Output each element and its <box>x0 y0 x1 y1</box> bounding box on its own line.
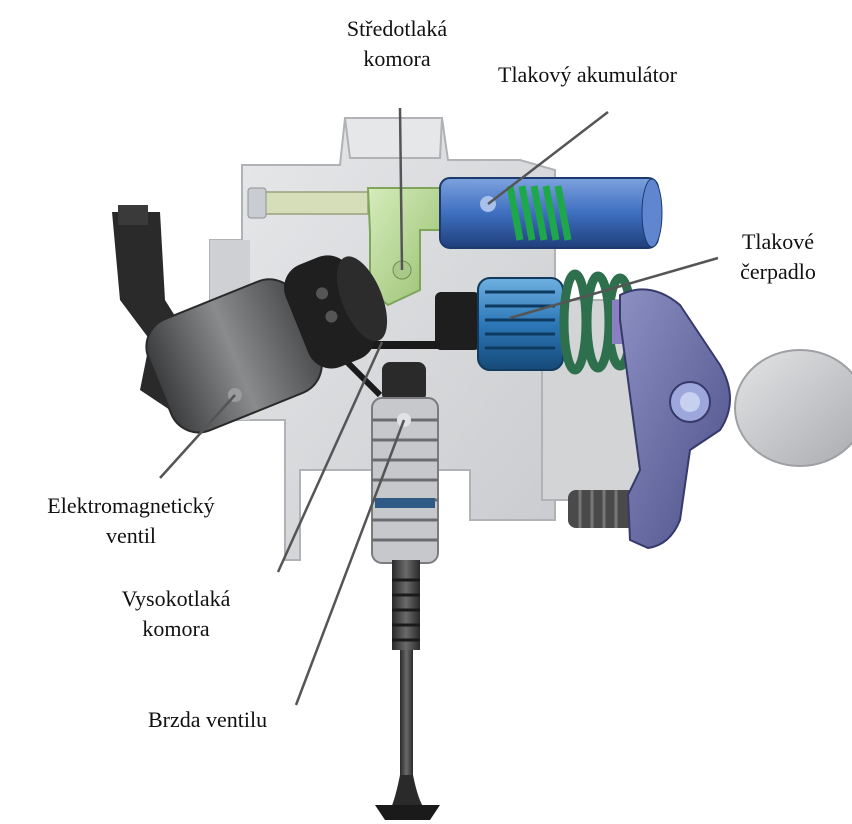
label-valve-brake: Brzda ventilu <box>148 705 267 735</box>
cam-lobe <box>735 350 852 466</box>
label-solenoid-valve: Elektromagnetický ventil <box>6 491 256 550</box>
label-pressure-pump: Tlakové čerpadlo <box>718 227 838 286</box>
rocker-arm <box>620 289 730 548</box>
pressure-accumulator <box>440 178 662 248</box>
engine-valve <box>375 560 440 820</box>
label-high-pressure-chamber: Vysokotlaká komora <box>92 584 260 643</box>
label-pressure-accumulator: Tlakový akumulátor <box>498 60 677 90</box>
label-medium-pressure-chamber: Středotlaká komora <box>318 14 476 73</box>
rod <box>248 188 368 218</box>
